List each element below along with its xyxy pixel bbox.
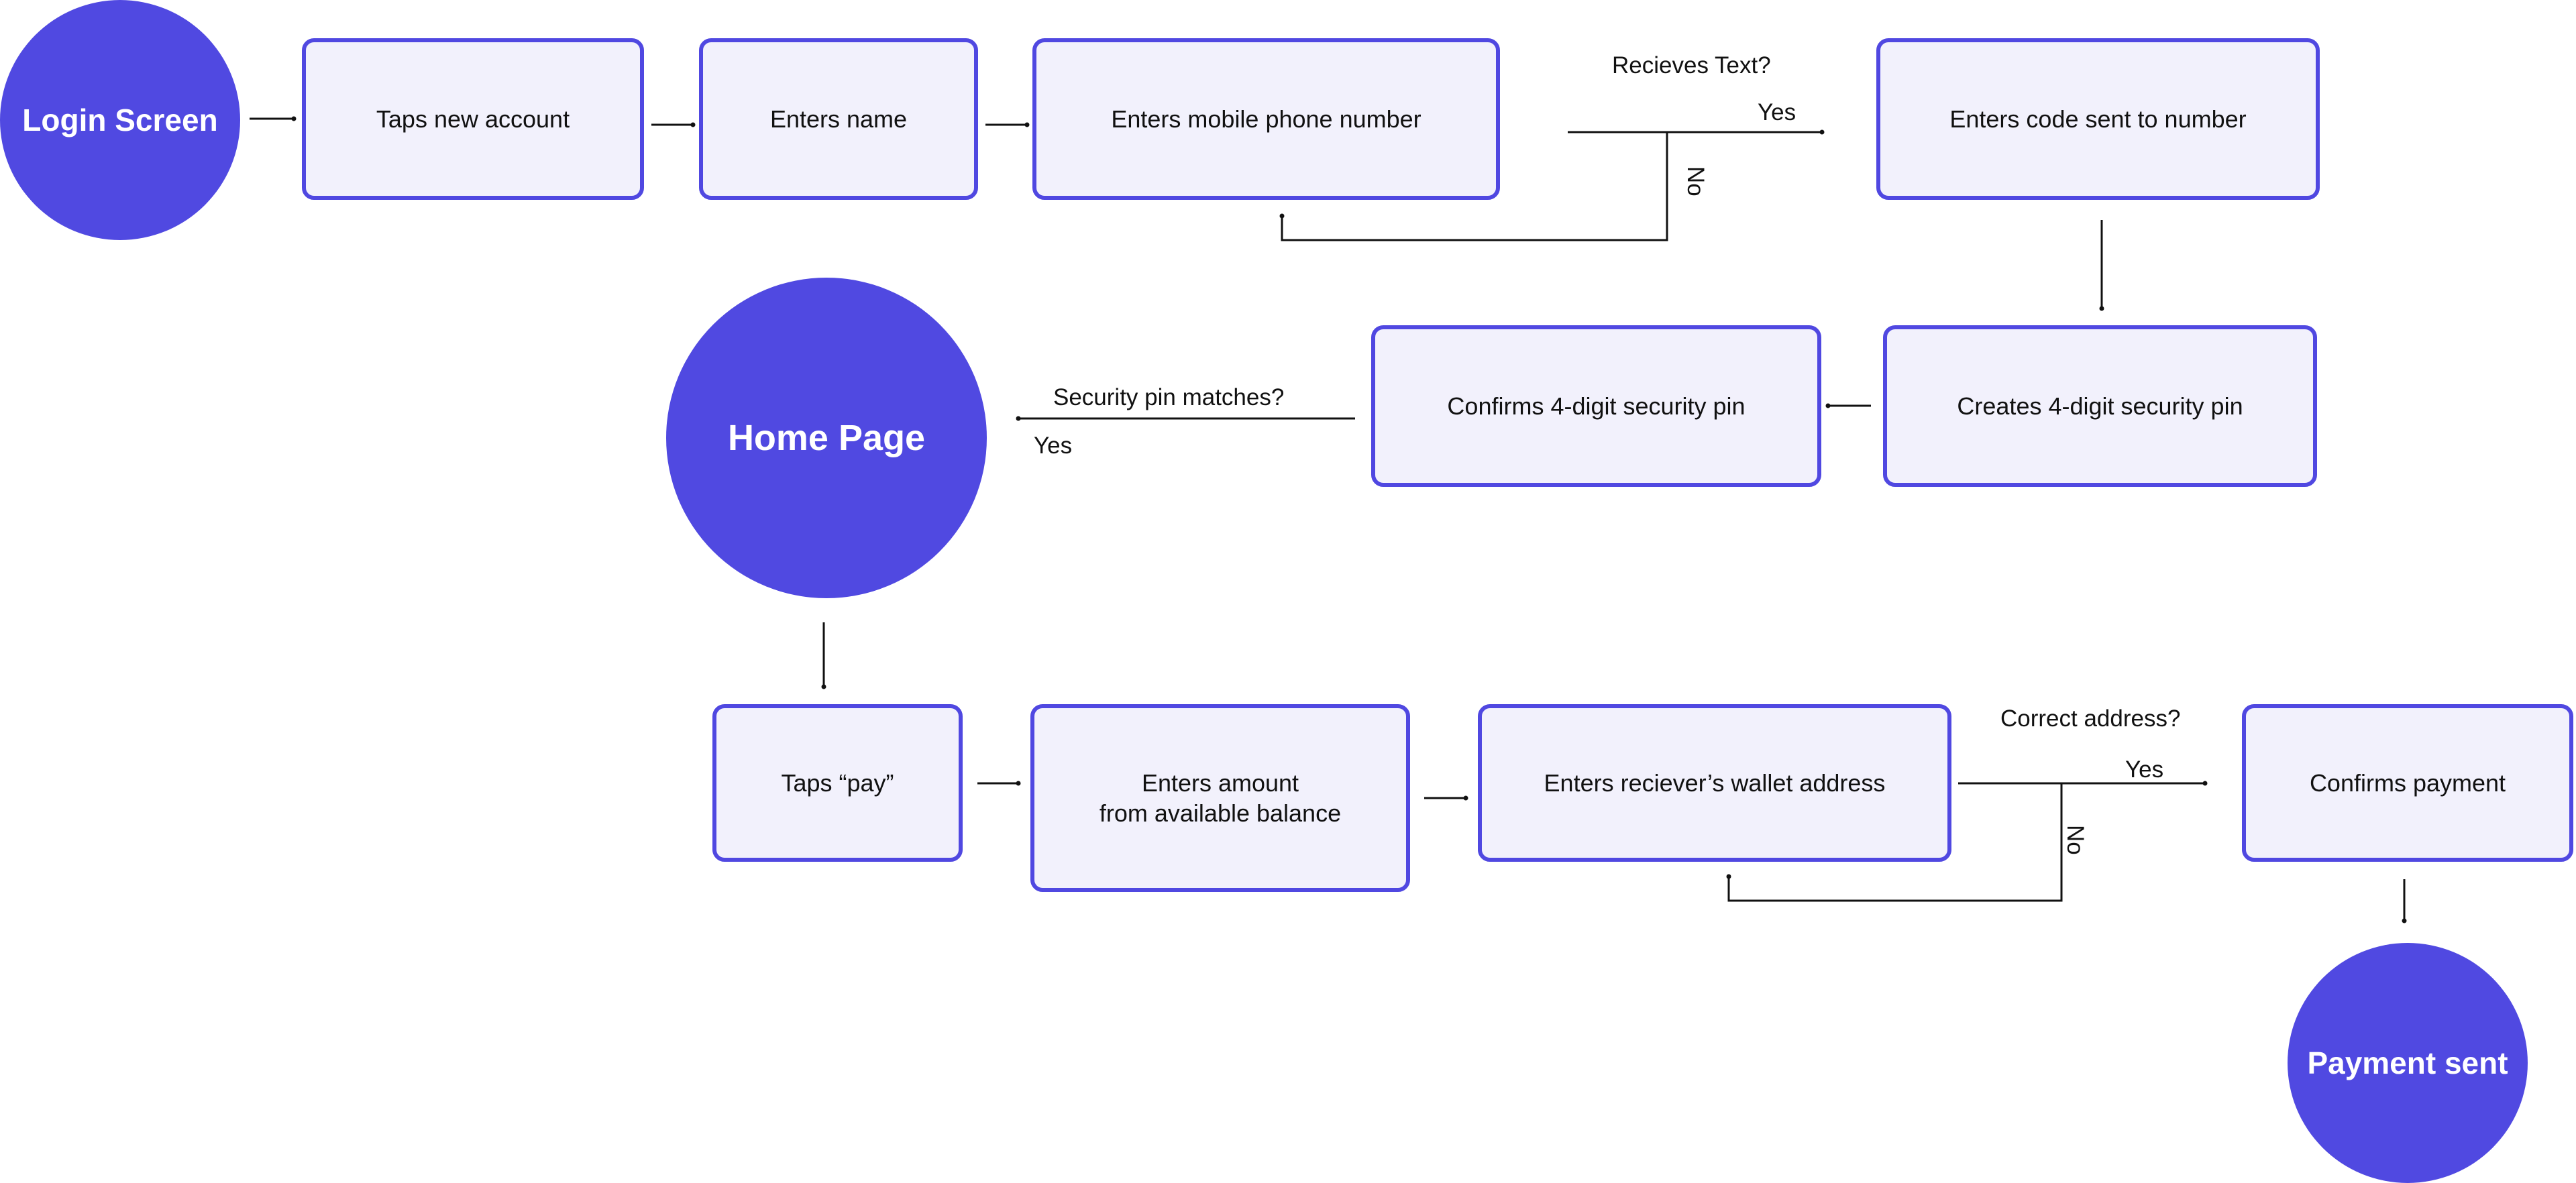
- enters-code-label: Enters code sent to number: [1949, 105, 2247, 133]
- arrow-receives-text-no: [1279, 132, 1668, 241]
- taps-pay-step: Taps “pay”: [712, 704, 963, 862]
- enters-name-label: Enters name: [769, 105, 908, 133]
- arrow-correct-address-no: [1726, 783, 2063, 902]
- pin-matches-question: Security pin matches?: [1053, 384, 1285, 410]
- taps-pay-label: Taps “pay”: [781, 769, 894, 797]
- login-screen-label: Login Screen: [22, 103, 218, 137]
- confirms-payment-label: Confirms payment: [2309, 769, 2506, 797]
- enters-phone-label: Enters mobile phone number: [1111, 105, 1421, 133]
- taps-new-account-label: Taps new account: [376, 105, 570, 133]
- receives-text-no: No: [1682, 166, 1709, 196]
- enters-wallet-step: Enters reciever’s wallet address: [1478, 704, 1951, 862]
- confirms-pin-step: Confirms 4-digit security pin: [1371, 325, 1821, 487]
- payment-sent-node: Payment sent: [2288, 943, 2528, 1183]
- creates-pin-label: Creates 4-digit security pin: [1957, 392, 2243, 420]
- receives-text-question: Recieves Text?: [1612, 52, 1771, 78]
- home-page-label: Home Page: [727, 418, 926, 458]
- receives-text-yes: Yes: [1758, 99, 1796, 125]
- login-screen-node: Login Screen: [0, 0, 240, 240]
- pin-matches-yes: Yes: [1034, 433, 1073, 459]
- enters-name-step: Enters name: [699, 38, 978, 200]
- enters-amount-step: Enters amount from available balance: [1030, 704, 1410, 892]
- correct-address-question: Correct address?: [2000, 706, 2181, 732]
- confirms-pin-label: Confirms 4-digit security pin: [1447, 392, 1746, 420]
- confirms-payment-step: Confirms payment: [2242, 704, 2573, 862]
- enters-phone-step: Enters mobile phone number: [1032, 38, 1500, 200]
- taps-new-account-step: Taps new account: [302, 38, 644, 200]
- payment-sent-label: Payment sent: [2307, 1046, 2508, 1080]
- correct-address-yes: Yes: [2125, 756, 2164, 783]
- home-page-node: Home Page: [666, 278, 987, 598]
- enters-amount-label: Enters amount from available balance: [1099, 769, 1342, 827]
- creates-pin-step: Creates 4-digit security pin: [1883, 325, 2317, 487]
- correct-address-no: No: [2062, 825, 2088, 855]
- enters-wallet-label: Enters reciever’s wallet address: [1544, 769, 1886, 797]
- enters-code-step: Enters code sent to number: [1876, 38, 2320, 200]
